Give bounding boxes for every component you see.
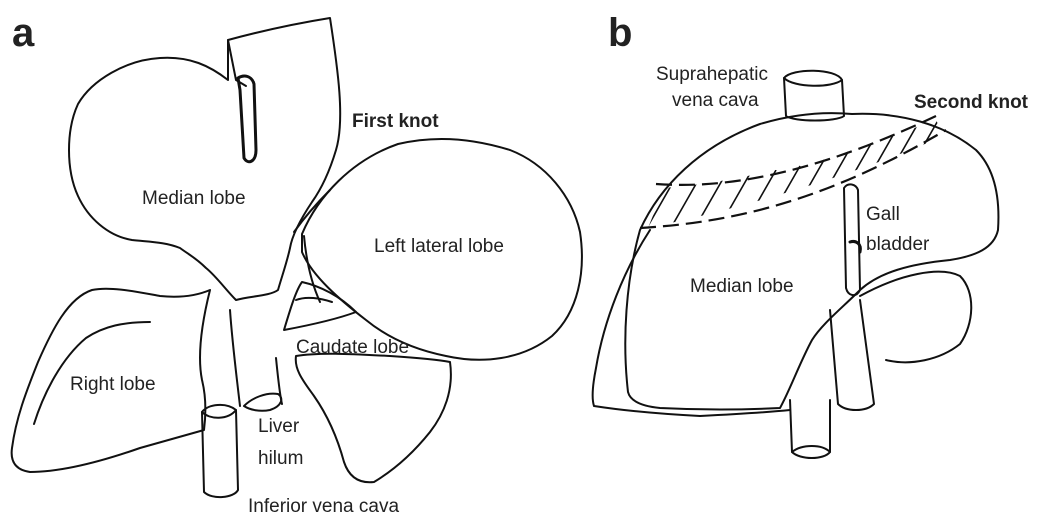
liver-hilum-label-line2: hilum xyxy=(258,448,303,469)
caudate-process-inner xyxy=(296,298,332,302)
liver-body-outline xyxy=(625,113,998,409)
caudate-lobe-label: Caudate lobe xyxy=(296,337,409,358)
panel-a-letter: a xyxy=(12,11,35,55)
suprahepatic-vena-cava-rim xyxy=(784,78,842,86)
inferior-vena-cava-rim xyxy=(202,410,236,418)
liver-base-line xyxy=(700,410,790,416)
second-knot-label: Second knot xyxy=(914,92,1029,113)
inferior-vena-cava-label: Inferior vena cava xyxy=(248,496,399,517)
first-knot-label: First knot xyxy=(352,111,439,132)
panel-b-letter: b xyxy=(608,11,632,55)
panel-a: a First knot Median lobe Left lateral lo… xyxy=(12,11,582,517)
median-lobe-notch xyxy=(238,76,256,162)
right-lobe-silhouette xyxy=(593,230,700,416)
median-lobe-label: Median lobe xyxy=(142,188,246,209)
median-lobe-b-label: Median lobe xyxy=(690,276,794,297)
caudate-process xyxy=(284,282,356,330)
gall-bladder-label-line1: Gall xyxy=(866,204,900,225)
liver-hilum-label-line1: Liver xyxy=(258,416,300,437)
gall-bladder-clip xyxy=(850,241,860,252)
panel-b: b xyxy=(593,11,1029,458)
hilum-fold xyxy=(230,310,240,406)
suprahepatic-label-line1: Suprahepatic xyxy=(656,64,768,85)
portal-vein-outline xyxy=(830,300,874,410)
left-lateral-lobe-label: Left lateral lobe xyxy=(374,236,504,257)
gall-bladder-label-line2: bladder xyxy=(866,234,930,255)
inferior-vena-cava-b-rim xyxy=(792,446,830,452)
liver-hilum-outline xyxy=(244,394,281,411)
right-lobe-label: Right lobe xyxy=(70,374,156,395)
right-lobe-inner-line xyxy=(34,322,150,424)
caudate-lobe-outline xyxy=(296,354,451,483)
gall-bladder-outline xyxy=(844,184,860,295)
median-lobe-outline xyxy=(69,18,340,300)
left-lobe-silhouette xyxy=(860,272,971,363)
inferior-vena-cava-outline xyxy=(202,405,238,497)
suprahepatic-label-line2: vena cava xyxy=(672,90,759,111)
first-knot-ligature xyxy=(294,190,330,232)
